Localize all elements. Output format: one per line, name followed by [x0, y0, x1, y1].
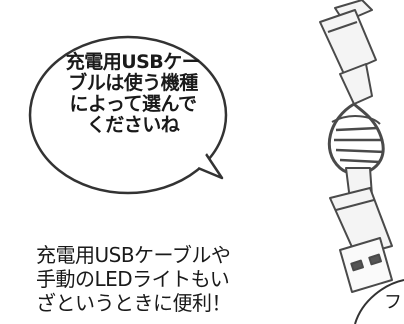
speech-bubble: [28, 35, 228, 195]
bubble-line: 充電用USBケー: [65, 51, 201, 73]
caption-line: ざというときに便利！: [36, 291, 232, 315]
bubble-line: くださいね: [86, 114, 180, 136]
partial-speech-bubble: フ ク: [354, 279, 404, 324]
caption-text: 充電用USBケーブルや 手動のLEDライトもい ざというときに便利！: [36, 243, 266, 315]
caption-line: 手動のLEDライトもい: [36, 267, 230, 291]
bubble-line: によって選んで: [69, 93, 197, 115]
speech-bubble-text: 充電用USBケー ブルは使う機種 によって選んで くださいね: [58, 52, 208, 136]
bubble-line: ブルは使う機種: [68, 72, 198, 94]
partial-bubble-glyphs: フ ク: [384, 292, 404, 313]
caption-line: 充電用USBケーブルや: [36, 243, 231, 267]
usb-cable-icon: [319, 0, 393, 293]
